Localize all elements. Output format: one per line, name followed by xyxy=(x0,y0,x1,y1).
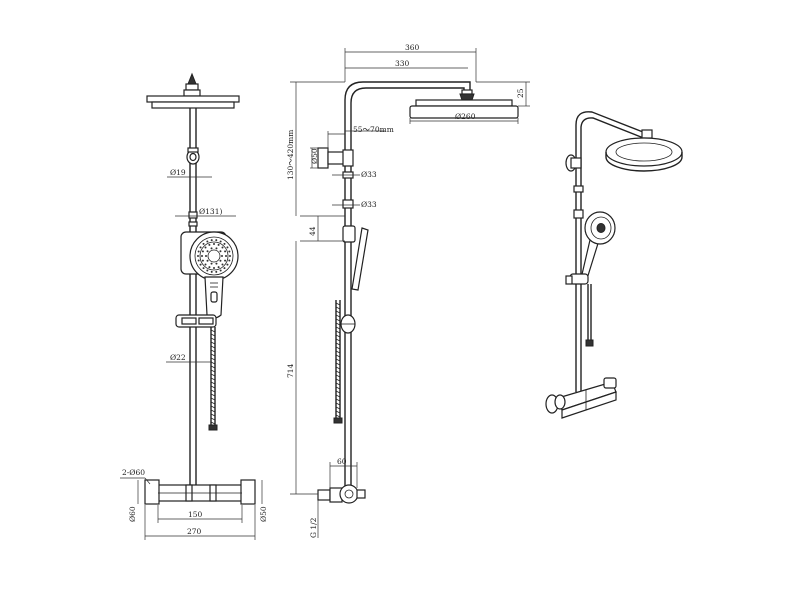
side-dim-thread: G 1/2 xyxy=(309,517,318,538)
side-dim-arm-width: 330 xyxy=(395,59,410,68)
persp-rain-head xyxy=(605,129,683,172)
side-dim-bracket: Ø50 xyxy=(310,148,319,164)
side-dim-total-width: 360 xyxy=(405,43,420,52)
persp-collar-1 xyxy=(573,185,584,193)
side-dim-main-height: 714 xyxy=(286,363,295,378)
side-dimensions: 360 330 25 Ø260 55～70mm Ø50 xyxy=(286,43,530,538)
front-dim-slide: Ø22 xyxy=(170,353,186,362)
persp-hand-shower xyxy=(579,211,616,285)
side-hand-shower xyxy=(342,225,369,291)
persp-riser-arm xyxy=(575,111,649,392)
side-hose xyxy=(333,300,343,424)
front-mixer-valve xyxy=(144,479,256,505)
front-dim-left: Ø60 xyxy=(128,506,137,522)
front-dim-inlets: 2-Ø60 xyxy=(122,468,145,477)
front-riser-pipe xyxy=(189,108,197,485)
side-dim-head-height: 25 xyxy=(516,88,525,98)
perspective-view xyxy=(545,111,683,419)
front-dim-inner-width: 150 xyxy=(188,510,203,519)
side-slide-holder xyxy=(340,314,356,334)
side-mixer xyxy=(317,484,366,504)
side-dim-head-diameter: Ø260 xyxy=(455,112,476,121)
front-hand-shower xyxy=(180,231,239,319)
front-dim-handshower: Ø131) xyxy=(199,207,222,216)
side-view: 360 330 25 Ø260 55～70mm Ø50 xyxy=(286,43,530,538)
persp-mixer xyxy=(545,377,617,419)
front-hose xyxy=(208,327,218,431)
front-dim-right: Ø50 xyxy=(259,506,268,522)
front-riser-collar-2 xyxy=(188,221,198,227)
hand-shower-nozzles xyxy=(197,239,231,273)
front-riser-collar-1 xyxy=(188,211,198,219)
persp-collar-2 xyxy=(573,209,584,219)
side-dim-slide-height: 44 xyxy=(308,226,317,236)
persp-wall-bracket xyxy=(565,154,582,172)
persp-hose xyxy=(585,284,594,347)
side-dim-lower-collar: Ø33 xyxy=(361,200,377,209)
side-wall-bracket xyxy=(317,147,354,169)
side-dim-upper-collar: Ø33 xyxy=(361,170,377,179)
front-rain-head xyxy=(146,95,240,109)
front-slide-holder xyxy=(175,314,217,328)
side-collar-2 xyxy=(342,199,354,209)
side-dim-mixer: 60 xyxy=(337,457,347,466)
side-rain-head xyxy=(409,99,519,119)
side-head-connector xyxy=(459,89,475,101)
front-dim-total-width: 270 xyxy=(187,527,202,536)
front-dim-riser: Ø19 xyxy=(170,168,186,177)
side-dim-offset: 55～70mm xyxy=(353,125,394,134)
side-riser-arm xyxy=(344,81,471,490)
front-view: Ø19 Ø131) Ø22 2-Ø60 Ø60 Ø50 150 270 xyxy=(120,72,268,540)
side-dim-adjust-range: 130～420mm xyxy=(286,130,295,180)
front-dimensions: Ø19 Ø131) Ø22 2-Ø60 Ø60 Ø50 150 270 xyxy=(120,168,268,540)
persp-slide-holder xyxy=(565,273,589,285)
front-head-knob xyxy=(183,72,201,97)
front-upper-bracket xyxy=(186,147,200,165)
